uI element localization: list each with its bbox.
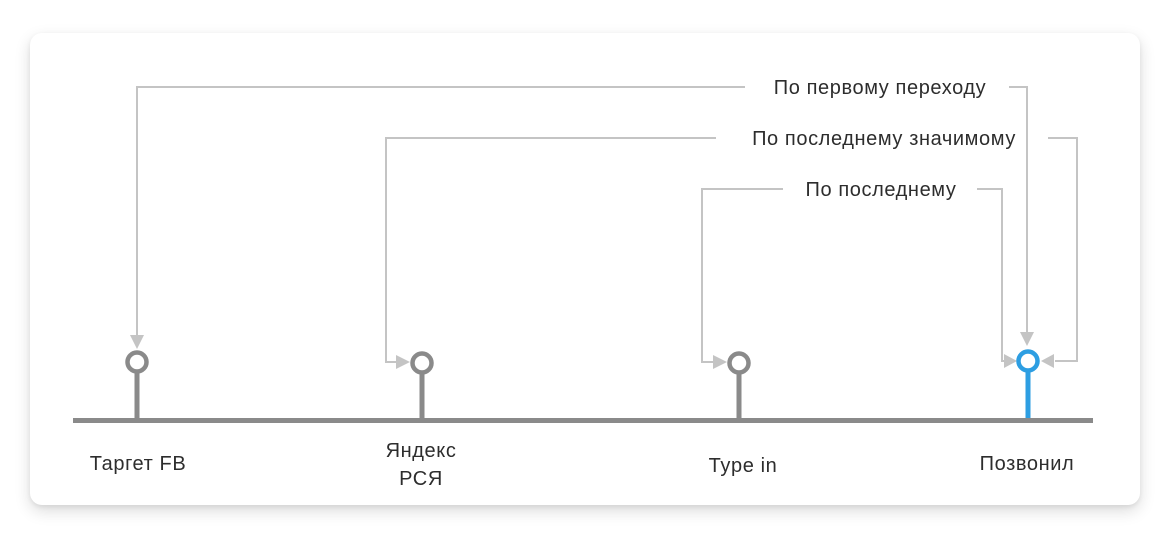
arrow-down-icon <box>130 335 144 349</box>
touchpoint-circle-yandex <box>410 351 434 375</box>
connector-last: По последнему <box>701 179 1017 369</box>
touchpoint-label-yandex-line2: РСЯ <box>399 468 443 490</box>
connector-last-significant: По последнему значимому <box>385 128 1078 369</box>
model-label-last-significant: По последнему значимому <box>752 128 1016 150</box>
connector-first-transition: По первому переходу <box>130 77 1034 349</box>
touchpoint-label-called: Позвонил <box>980 453 1075 475</box>
arrow-left-icon <box>1041 354 1054 368</box>
touchpoint-stem-yandex <box>419 372 425 421</box>
timeline-axis <box>73 418 1093 423</box>
last-left-line <box>701 188 783 363</box>
touchpoint-circle-target-fb <box>125 350 149 374</box>
last-significant-left-line <box>385 137 716 363</box>
model-label-last: По последнему <box>806 179 957 201</box>
touchpoint-label-yandex-line1: Яндекс <box>386 440 457 462</box>
touchpoint-circle-type-in <box>727 351 751 375</box>
touchpoint-circle-called <box>1016 349 1040 373</box>
arrow-right-icon <box>713 355 727 369</box>
arrow-right-icon <box>396 355 410 369</box>
last-right-line <box>977 188 1005 362</box>
first-transition-left-line <box>136 86 745 336</box>
diagram-card <box>30 33 1140 505</box>
last-significant-right-line <box>1048 137 1078 362</box>
first-transition-right-line <box>1009 86 1028 333</box>
touchpoint-label-type-in: Type in <box>709 455 778 477</box>
model-label-first-transition: По первому переходу <box>774 77 986 99</box>
arrow-right-icon <box>1004 354 1017 368</box>
touchpoint-label-target-fb: Таргет FB <box>90 453 187 475</box>
touchpoint-stem-called <box>1025 370 1031 422</box>
touchpoint-stem-type-in <box>736 372 742 421</box>
touchpoint-stem-target-fb <box>134 371 140 421</box>
arrow-down-icon <box>1020 332 1034 346</box>
